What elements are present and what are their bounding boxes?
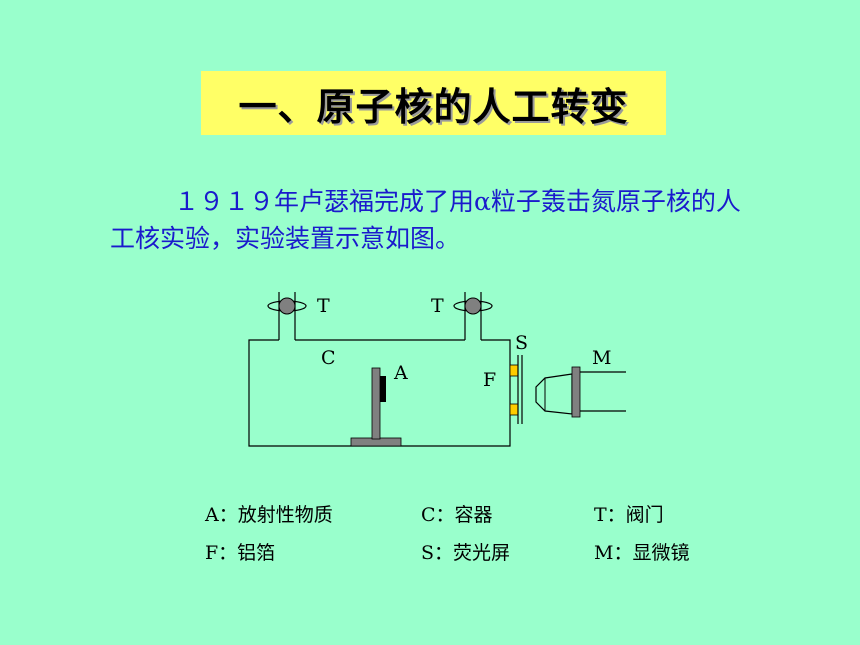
legend-t: T：阀门 — [594, 504, 664, 526]
legend-a: A：放射性物质 — [205, 504, 333, 526]
label-m: M — [592, 347, 611, 369]
label-t-left: T — [317, 295, 330, 317]
foil-and-screen — [509, 355, 523, 424]
label-f: F — [483, 369, 496, 391]
label-s: S — [515, 332, 528, 354]
body-paragraph: １９１９年卢瑟福完成了用α粒子轰击氮原子核的人工核实验，实验装置示意如图。 — [110, 187, 741, 253]
title-box: 一、原子核的人工转变 — [201, 71, 666, 135]
label-c: C — [321, 347, 336, 369]
legend-c: C：容器 — [421, 504, 493, 526]
microscope — [535, 366, 626, 418]
label-t-right: T — [431, 295, 444, 317]
label-a: A — [393, 362, 408, 384]
legend-f: F：铝箔 — [205, 542, 276, 564]
slide-title: 一、原子核的人工转变 — [238, 84, 629, 129]
valve-left — [267, 292, 307, 340]
legend-m: M：显微镜 — [594, 542, 690, 564]
valve-right — [453, 292, 493, 340]
source-stand — [350, 367, 402, 447]
legend-s: S：荧光屏 — [421, 542, 511, 564]
